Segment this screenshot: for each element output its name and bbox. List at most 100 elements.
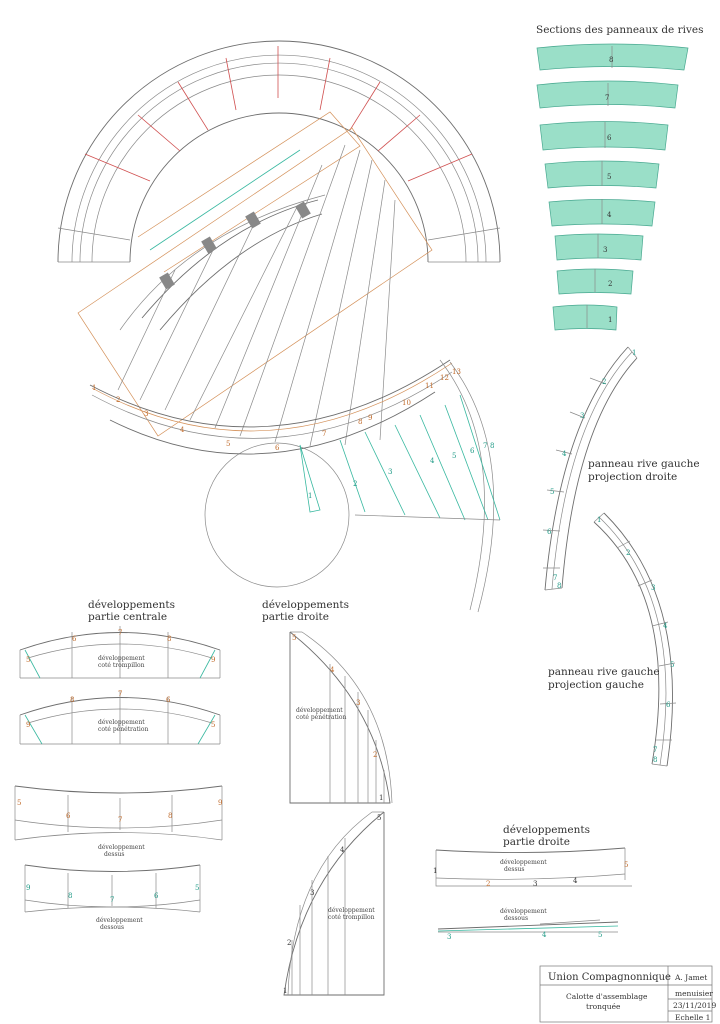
oblique-projection [77, 111, 433, 447]
dev-number: 4 [542, 931, 547, 939]
rive-number: 8 [557, 582, 561, 590]
dev-number: 7 [110, 896, 114, 904]
dev-number: 7 [118, 816, 122, 824]
rive-number: 4 [562, 450, 567, 458]
dev-number: 7 [118, 690, 122, 698]
dev-number: 3 [310, 889, 314, 897]
dev-number: 1 [433, 867, 437, 875]
dev-number: 3 [356, 699, 360, 707]
cartouche-title-2: tronquée [586, 1002, 621, 1011]
rive-number: 3 [580, 412, 584, 420]
dev-label: dessus [504, 866, 525, 873]
section-number: 6 [607, 134, 612, 142]
dev-label: développement [98, 719, 145, 726]
dev-number: 3 [533, 880, 537, 888]
dev-droite-title-1: développements [262, 599, 349, 611]
rive-gauche-label-1: panneau rive gauche [548, 666, 660, 678]
rive-gauche-projection-gauche [593, 512, 677, 767]
section-number: 2 [608, 280, 612, 288]
rive-droite-label-2: projection droite [588, 471, 677, 483]
plan-number-teal: 1 [308, 492, 312, 500]
plan-number-orange: 7 [322, 430, 326, 438]
dev-centrale-title-2: partie centrale [88, 611, 167, 623]
rive-number: 1 [632, 349, 636, 357]
dev-label: développement [328, 907, 375, 914]
dev-number: 2 [486, 880, 490, 888]
plan-number-orange: 4 [180, 426, 185, 434]
dev-number: 2 [373, 751, 377, 759]
dev-droite-dessus [435, 847, 632, 887]
dev-number: 6 [66, 812, 71, 820]
cartouche [539, 965, 713, 1023]
cartouche-title-1: Calotte d'assemblage [566, 992, 648, 1001]
dev-label: dessous [504, 915, 528, 922]
section-number: 7 [605, 94, 609, 102]
dev-droite2-title-2: partie droite [503, 836, 570, 848]
dev-label: développement [500, 859, 547, 866]
dev-number: 6 [166, 696, 171, 704]
cartouche-scale: Echelle 1 [675, 1013, 710, 1022]
plan-number-orange: 8 [358, 418, 362, 426]
dev-cote-trompillon [19, 626, 221, 679]
dev-label: dessous [100, 924, 124, 931]
section-number: 4 [607, 211, 612, 219]
plan-view [89, 359, 501, 613]
dev-number: 5 [292, 634, 296, 642]
cartouche-author: A. Jamet [674, 973, 707, 982]
plan-number-teal: 4 [430, 457, 435, 465]
dev-cote-penetration [19, 691, 221, 745]
rive-number: 6 [547, 528, 552, 536]
dev-number: 5 [377, 814, 381, 822]
dev-droite-trompillon [283, 811, 385, 996]
plan-number-orange: 1 [92, 384, 96, 392]
dev-number: 9 [26, 884, 30, 892]
dev-number: 9 [211, 656, 215, 664]
dev-number: 7 [118, 629, 122, 637]
rive-number: 5 [670, 661, 674, 669]
plan-number-orange: 11 [425, 382, 434, 390]
rive-number: 1 [597, 516, 601, 524]
rive-number: 2 [626, 549, 630, 557]
dev-number: 2 [287, 939, 291, 947]
dev-droite-dessous [437, 919, 619, 933]
plan-number-orange: 5 [226, 440, 230, 448]
plan-number-orange: 9 [368, 414, 372, 422]
dev-label: coté pénétration [296, 714, 346, 721]
plan-number-orange: 13 [452, 368, 461, 376]
dev-number: 4 [330, 666, 335, 674]
dev-label: développement [96, 917, 143, 924]
dev-number: 6 [154, 892, 159, 900]
section-panels [536, 43, 689, 331]
dev-number: 9 [26, 721, 30, 729]
dev-droite2-title-1: développements [503, 824, 590, 836]
rive-number: 2 [602, 378, 606, 386]
dev-label: coté pénétration [98, 726, 148, 733]
dev-number: 8 [168, 812, 172, 820]
dev-label: coté trompillon [328, 914, 375, 921]
dev-droite-penetration [289, 631, 393, 804]
rive-gauche-projection-droite [542, 346, 638, 591]
rive-number: 5 [550, 488, 554, 496]
plan-number-orange: 2 [116, 396, 120, 404]
dev-label: développement [500, 908, 547, 915]
dev-number: 8 [68, 892, 72, 900]
dev-centrale-title-1: développements [88, 599, 175, 611]
rive-number: 8 [653, 756, 657, 764]
plan-number-orange: 6 [275, 444, 280, 452]
dev-dessous [24, 864, 201, 913]
dev-number: 8 [167, 635, 171, 643]
dev-number: 5 [26, 656, 30, 664]
cartouche-trade: menuisier [675, 989, 713, 998]
cartouche-org: Union Compagnonnique [548, 972, 671, 983]
dev-number: 5 [598, 931, 602, 939]
main-arch [57, 40, 501, 263]
dev-number: 5 [195, 884, 199, 892]
sections-title: Sections des panneaux de rives [536, 24, 704, 36]
dev-number: 3 [447, 933, 451, 941]
dev-number: 6 [72, 635, 77, 643]
dev-number: 9 [218, 799, 222, 807]
rive-gauche-label-2: projection gauche [548, 679, 644, 691]
dev-number: 1 [379, 794, 383, 802]
plan-number-teal: 6 [470, 447, 475, 455]
